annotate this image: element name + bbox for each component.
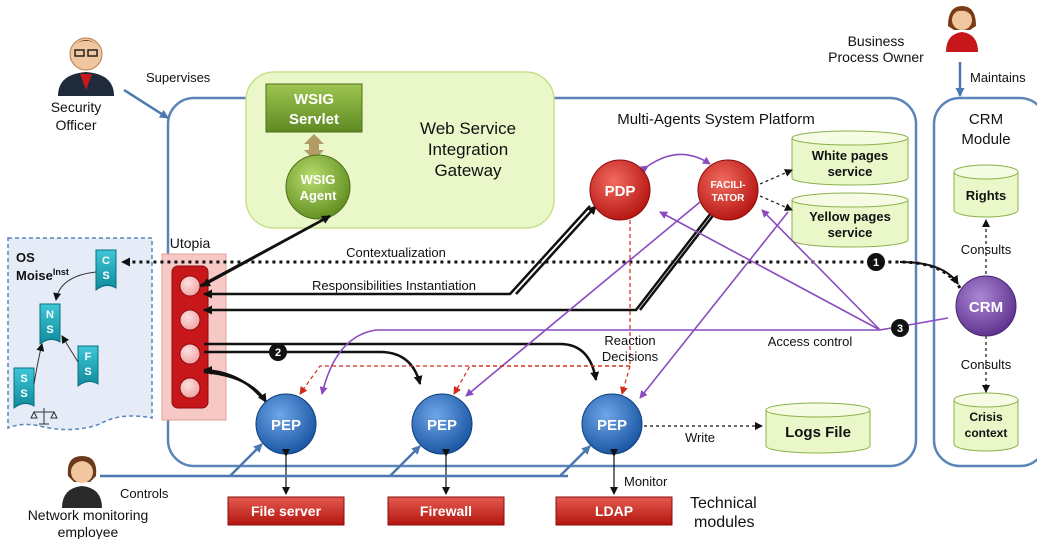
gateway-label-3: Gateway: [434, 161, 502, 180]
firewall-label: Firewall: [420, 503, 472, 519]
utopia-port-4: [179, 377, 201, 399]
business-owner-label-1: Business: [848, 33, 905, 49]
utopia-title: Utopia: [170, 235, 211, 251]
reaction-decision-arrows: [299, 220, 631, 395]
monitor-label: Monitor: [624, 474, 668, 489]
crisis-label-2: context: [965, 426, 1008, 440]
firewall-box: [387, 496, 505, 526]
pdp-node: [589, 159, 651, 221]
pep-label-3: PEP: [597, 417, 627, 434]
fs-doc-label-2: S: [84, 366, 91, 378]
pdp-label: PDP: [605, 183, 636, 200]
wsig-servlet-label-1: WSIG: [294, 91, 334, 108]
contextualization-back: [899, 261, 959, 285]
badge-3-label: 3: [897, 323, 903, 335]
pep-label-1: PEP: [271, 417, 301, 434]
yellow-pages-label-1: Yellow pages: [809, 209, 891, 224]
security-officer-label-1: Security: [51, 99, 102, 115]
consults-top-label: Consults: [961, 242, 1012, 257]
write-label: Write: [685, 430, 715, 445]
wsig-servlet-label-2: Servlet: [289, 111, 339, 128]
security-officer-label-2: Officer: [56, 117, 97, 133]
gateway-label-1: Web Service: [420, 119, 516, 138]
mas-platform-title: Multi-Agents System Platform: [617, 111, 815, 128]
facilitator-label-2: TATOR: [712, 193, 746, 204]
ns-document: N S: [39, 303, 61, 346]
ss-doc-label-1: S: [20, 373, 27, 385]
cs-doc-label-1: C: [102, 255, 110, 267]
cs-document: C S: [95, 249, 117, 292]
badge-1: [867, 253, 885, 271]
badge-2-label: 2: [275, 347, 281, 359]
crm-module-title-2: Module: [961, 131, 1010, 148]
ldap-box: [555, 496, 673, 526]
utopia-bar: [171, 265, 209, 409]
logs-file-label: Logs File: [785, 424, 851, 441]
fs-document: F S: [77, 345, 99, 388]
black-arrows: [199, 203, 723, 403]
supervises-arrow: [123, 88, 169, 120]
badge-1-label: 1: [873, 257, 879, 269]
crisis-label-1: Crisis: [969, 410, 1003, 424]
yellow-pages-service: Yellow pages service: [791, 192, 909, 248]
responsibilities-label: Responsibilities Instantiation: [312, 278, 476, 293]
wsig-agent-label-1: WSIG: [301, 172, 336, 187]
file-server-label: File server: [251, 503, 322, 519]
crm-node-label: CRM: [969, 299, 1003, 316]
wsig-agent-label-2: Agent: [300, 188, 338, 203]
facilitator-label-1: FACILI-: [711, 180, 746, 191]
maintains-label: Maintains: [970, 70, 1026, 85]
file-server-box: [227, 496, 345, 526]
badge-2: [269, 343, 287, 361]
wsig-agent-node: [285, 154, 351, 220]
cs-doc-label-2: S: [102, 270, 109, 282]
ss-doc-label-2: S: [20, 388, 27, 400]
ns-doc-label-2: S: [46, 324, 53, 336]
rights-label: Rights: [966, 188, 1006, 203]
os-moise-title-1: OS: [16, 250, 35, 265]
reaction-label-1: Reaction: [604, 333, 655, 348]
controls-lines: [100, 443, 591, 478]
network-employee-avatar: [62, 456, 102, 508]
wsig-servlet-box: [265, 83, 363, 133]
utopia-port-3: [179, 343, 201, 365]
utopia-port-2: [179, 309, 201, 331]
crm-node: [955, 275, 1017, 337]
technical-modules-label-1: Technical: [690, 495, 757, 512]
business-owner-avatar: [946, 6, 978, 52]
ns-doc-label-1: N: [46, 309, 54, 321]
access-control-label: Access control: [768, 334, 853, 349]
security-officer-avatar: [58, 37, 114, 96]
white-pages-label-2: service: [828, 164, 873, 179]
white-pages-service: White pages service: [791, 130, 909, 186]
contextualization-label: Contextualization: [346, 245, 446, 260]
network-employee-label-2: employee: [58, 524, 119, 539]
white-pages-label-1: White pages: [812, 148, 889, 163]
os-moise-title-2: MoiseInst: [16, 267, 69, 283]
crisis-context-store: Crisis context: [953, 392, 1019, 452]
utopia-port-1: [179, 275, 201, 297]
badge-3: [891, 319, 909, 337]
purple-arrows: [319, 153, 949, 399]
supervises-label: Supervises: [146, 70, 211, 85]
rights-store: Rights: [953, 164, 1019, 218]
fs-doc-label-1: F: [85, 351, 92, 363]
ldap-label: LDAP: [595, 503, 633, 519]
network-employee-label-1: Network monitoring: [28, 507, 149, 523]
yellow-pages-label-2: service: [828, 225, 873, 240]
crm-module-title: CRM: [969, 111, 1003, 128]
gateway-label-2: Integration: [428, 140, 508, 159]
business-owner-label-2: Process Owner: [828, 49, 924, 65]
consults-bottom-label: Consults: [961, 357, 1012, 372]
facilitator-node: [697, 159, 759, 221]
pep-label-2: PEP: [427, 417, 457, 434]
moise-internal-links: [33, 271, 97, 385]
controls-label: Controls: [120, 486, 169, 501]
reaction-label-2: Decisions: [602, 349, 659, 364]
scales-icon: [30, 408, 58, 425]
logs-file-store: Logs File: [765, 402, 871, 454]
ss-document: S S: [13, 367, 35, 410]
technical-modules-label-2: modules: [694, 514, 754, 531]
